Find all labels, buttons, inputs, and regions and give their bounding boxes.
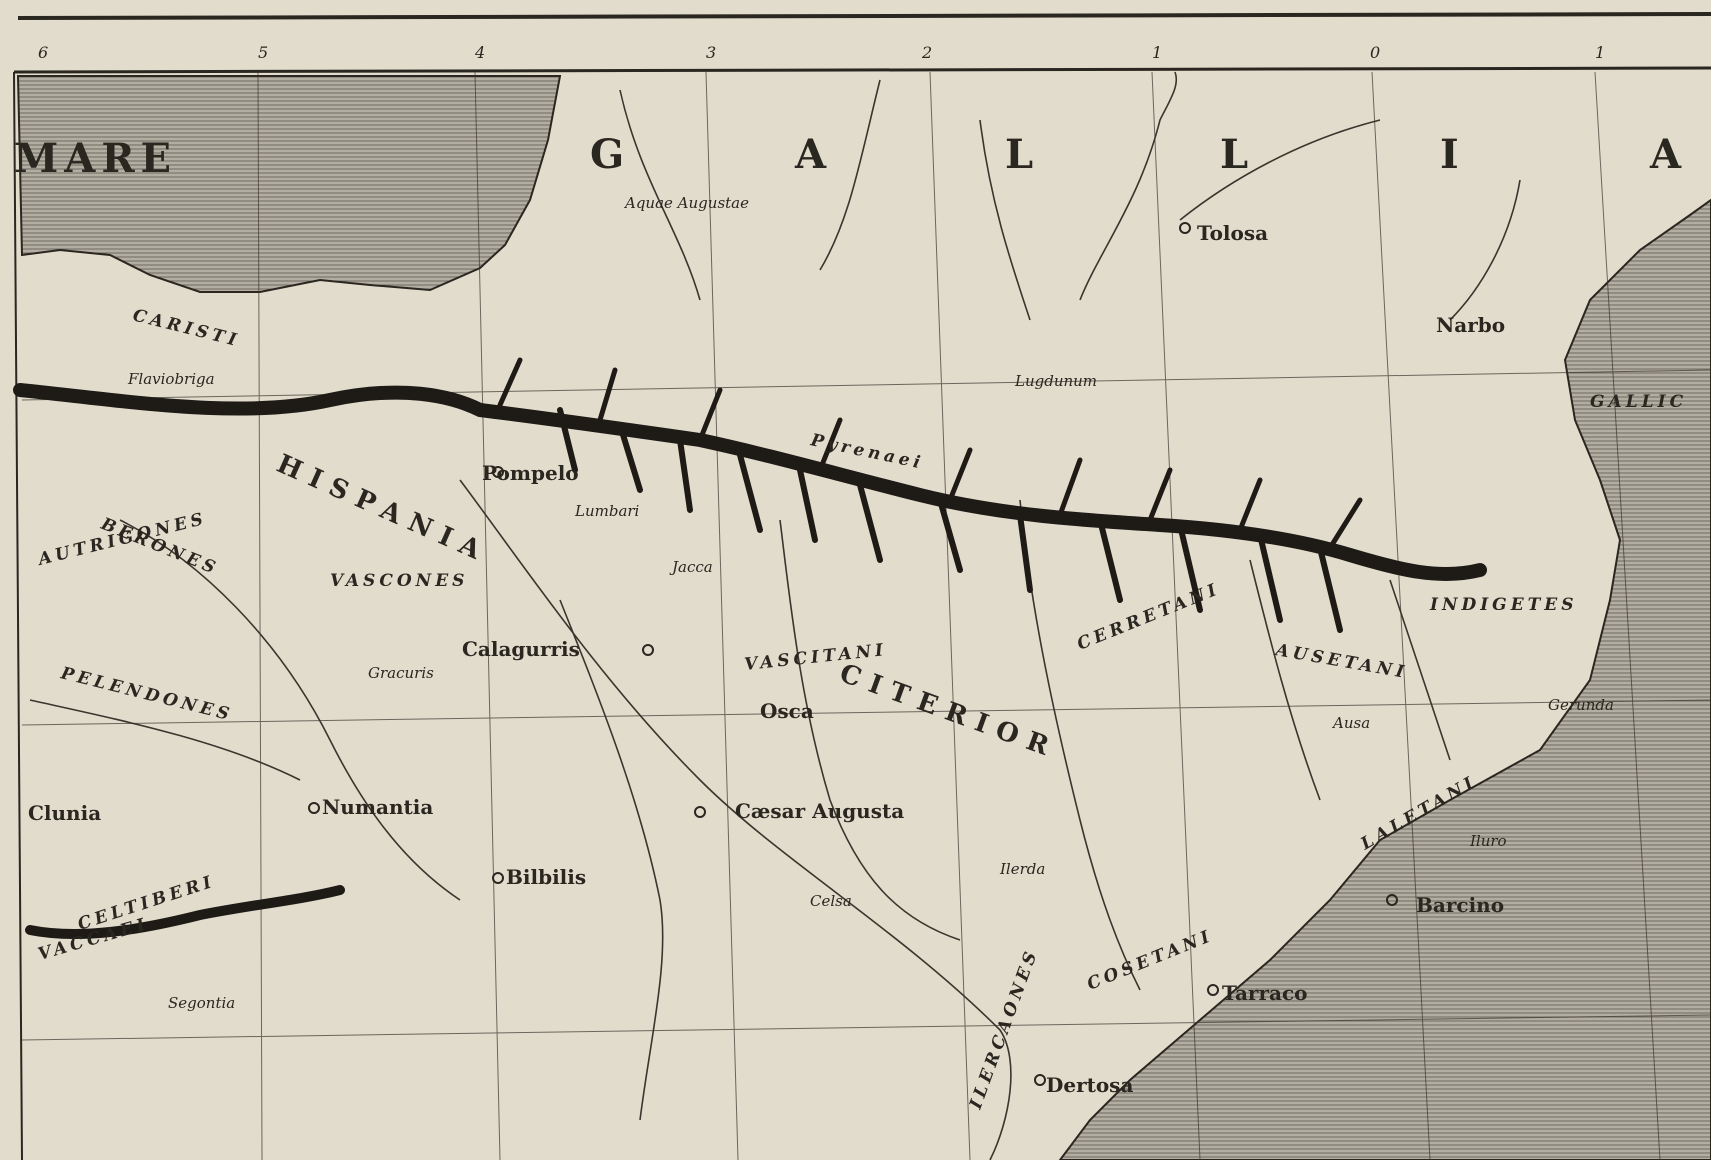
label-tarraco: Tarraco [1222,981,1307,1005]
map-frame [13,12,1711,1160]
label-ilerda: Ilerda [999,860,1045,878]
label-gallia-i: I [1440,131,1465,178]
scale-tick: 4 [474,43,485,62]
label-narbo: Narbo [1436,313,1505,337]
label-gallia-a: A [1649,131,1687,178]
label-gallia-a: A [794,131,832,178]
scale-tick: 0 [1370,43,1380,62]
scale-tick: 6 [38,43,48,62]
sea-mediterranean [1058,198,1711,1160]
label-lugdunum: Lugdunum [1014,372,1097,390]
label-gallia-l: L [1220,131,1254,178]
sea-bay-of-biscay [16,75,562,293]
label-vascones: VASCONES [330,571,468,591]
label-barcino: Barcino [1416,893,1504,917]
scale-tick: 3 [706,43,716,62]
label-gallic-sea: GALLIC [1590,392,1687,412]
scale-ticks: 6 5 4 3 2 1 0 1 [38,43,1605,62]
label-pompelo: Pompelo [482,461,579,485]
label-clunia: Clunia [28,801,101,825]
label-gallia-l: L [1005,131,1039,178]
label-mare: MARE [14,135,177,182]
scale-tick: 1 [1595,43,1605,62]
scale-tick: 5 [258,43,268,62]
label-gracuris: Gracuris [368,664,434,682]
label-osca: Osca [760,699,814,723]
mountain-chain-pyrenees [13,357,1487,940]
label-caesar-augusta: Cæsar Augusta [735,799,904,823]
label-aquae-augustae: Aquae Augustae [623,194,749,212]
label-segontia: Segontia [168,994,235,1012]
label-dertosa: Dertosa [1046,1073,1133,1097]
label-iluro: Iluro [1469,832,1507,850]
label-lumbari: Lumbari [574,502,640,520]
label-flaviobriga: Flaviobriga [127,370,215,388]
graticule [21,71,1711,1160]
label-calagurris: Calagurris [462,637,580,661]
label-gerunda: Gerunda [1548,696,1614,714]
scale-tick: 1 [1152,43,1162,62]
label-jacca: Jacca [669,558,713,576]
scale-tick: 2 [921,43,932,62]
label-numantia: Numantia [322,795,433,819]
label-ausa: Ausa [1331,714,1370,732]
label-bilbilis: Bilbilis [506,865,586,889]
label-celsa: Celsa [810,892,852,910]
label-indigetes: INDIGETES [1429,595,1578,615]
town-markers [308,222,1398,1086]
label-tolosa: Tolosa [1197,221,1268,245]
label-gallia-g: G [590,131,630,178]
